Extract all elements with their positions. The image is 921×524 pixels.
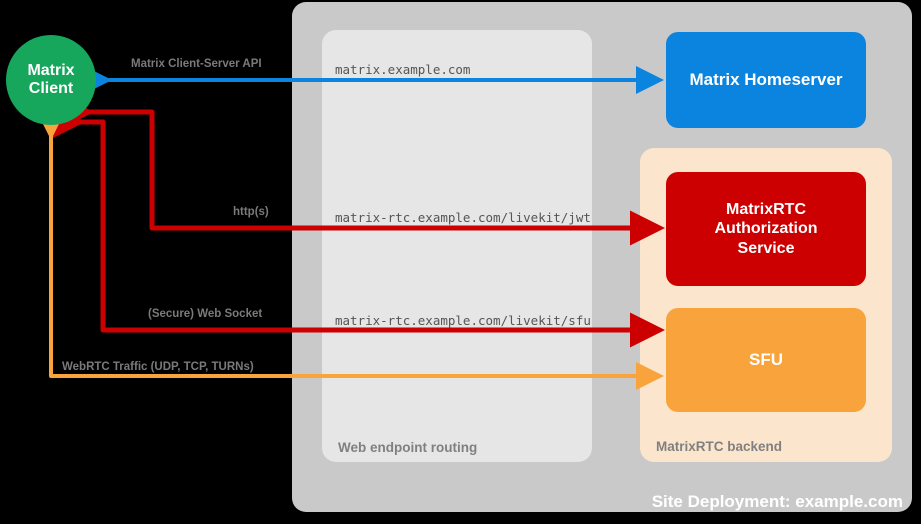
edge-label-webrtc-traffic: WebRTC Traffic (UDP, TCP, TURNs) [62,361,254,373]
node-auth-line3: Service [737,239,795,257]
edge-label-matrix-client-server-api: Matrix Client-Server API [131,58,262,70]
url-label-matrix-example-com: matrix.example.com [335,62,471,77]
node-matrix-client[interactable]: Matrix Client [6,35,96,125]
node-matrix-homeserver[interactable]: Matrix Homeserver [666,32,866,128]
node-auth-line1: MatrixRTC [725,201,806,219]
node-matrix-client-line1: Matrix [27,61,75,79]
url-label-livekit-jwt: matrix-rtc.example.com/livekit/jwt [335,210,591,225]
node-matrix-client-line2: Client [28,80,74,97]
url-label-livekit-sfu: matrix-rtc.example.com/livekit/sfu [335,313,591,328]
edge-label-https: http(s) [233,206,269,218]
node-sfu[interactable]: SFU [666,308,866,412]
site-deployment-label: Site Deployment: example.com [651,492,903,511]
edge-webrtc-traffic [37,112,664,390]
node-matrix-homeserver-label: Matrix Homeserver [689,69,843,89]
node-auth-line2: Authorization [714,220,818,238]
node-sfu-label: SFU [749,349,783,369]
edge-label-secure-websocket: (Secure) Web Socket [148,308,263,320]
web-endpoint-routing-label: Web endpoint routing [338,440,478,455]
matrixrtc-backend-label: MatrixRTC backend [656,439,783,454]
node-matrixrtc-authorization-service[interactable]: MatrixRTC Authorization Service [666,172,866,286]
